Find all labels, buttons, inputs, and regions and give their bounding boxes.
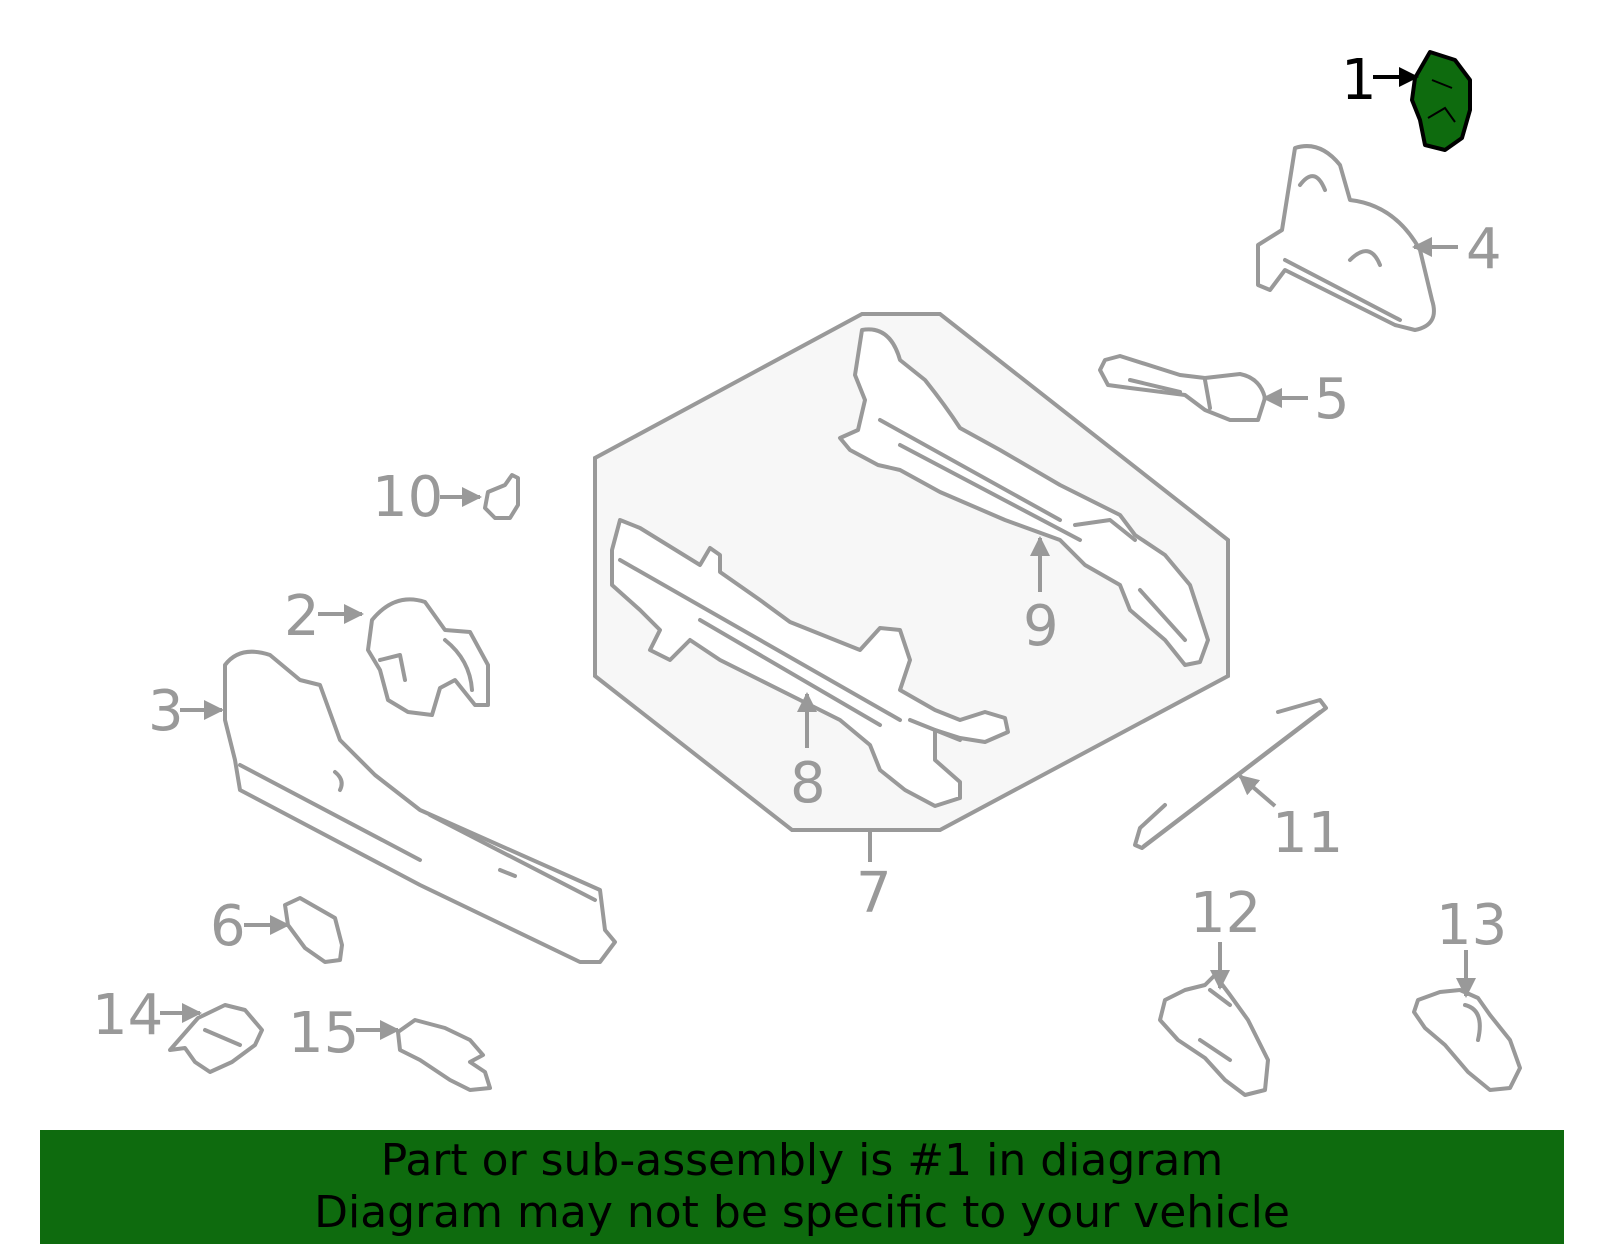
banner-line-1: Part or sub-assembly is #1 in diagram — [380, 1135, 1224, 1186]
part-15[interactable] — [396, 1018, 492, 1092]
callout-15-label: 15 — [288, 1001, 359, 1066]
callout-9-label: 9 — [1023, 594, 1059, 659]
part-14[interactable] — [168, 1003, 264, 1074]
part-4[interactable] — [1256, 144, 1436, 332]
part-11[interactable] — [1133, 698, 1328, 850]
callout-2-label: 2 — [284, 584, 320, 649]
callout-11-arrow — [1238, 774, 1277, 808]
part-13[interactable] — [1412, 988, 1522, 1092]
callout-6-label: 6 — [210, 894, 246, 959]
part-1-highlighted[interactable] — [1410, 50, 1472, 152]
part-10[interactable] — [483, 473, 520, 520]
callout-7-label: 7 — [856, 861, 892, 926]
banner-line-2: Diagram may not be specific to your vehi… — [314, 1187, 1290, 1238]
part-2[interactable] — [366, 597, 490, 717]
part-9[interactable] — [838, 327, 1210, 667]
callout-5-label: 5 — [1314, 367, 1350, 432]
part-3[interactable] — [223, 649, 617, 964]
part-12[interactable] — [1158, 973, 1270, 1097]
callout-11-label: 11 — [1272, 801, 1343, 866]
assembly-group-outline — [593, 312, 1230, 832]
callout-13-label: 13 — [1436, 893, 1507, 958]
callout-1-label: 1 — [1341, 48, 1377, 113]
info-banner: Part or sub-assembly is #1 in diagram Di… — [40, 1130, 1564, 1244]
callout-4-label: 4 — [1466, 217, 1502, 282]
callout-8-label: 8 — [790, 751, 826, 816]
part-6[interactable] — [283, 896, 344, 964]
part-5[interactable] — [1098, 354, 1267, 422]
callout-10-label: 10 — [372, 465, 443, 530]
callout-12-label: 12 — [1190, 881, 1261, 946]
part-8[interactable] — [610, 518, 1010, 808]
callout-3-label: 3 — [148, 679, 184, 744]
callout-14-label: 14 — [92, 983, 163, 1048]
